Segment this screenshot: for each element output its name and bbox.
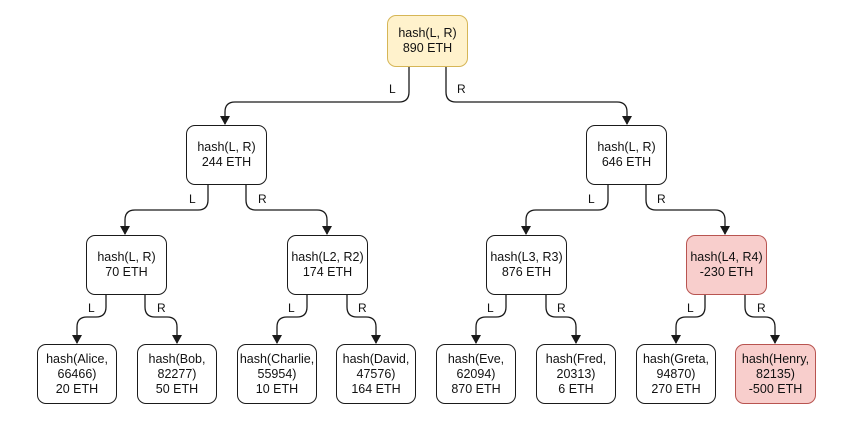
edge-root-left — [220, 67, 410, 125]
edge-left-ll — [120, 185, 209, 235]
edge-ll-bob — [144, 295, 182, 344]
edge-label-root-left: L — [389, 82, 396, 96]
leaf-henry-name: hash(Henry, — [741, 351, 810, 366]
edge-ll-alice — [72, 295, 107, 344]
leaf-eve-nonce: 62094) — [456, 366, 496, 381]
leaf-greta-name: hash(Greta, — [642, 351, 709, 366]
leaf-henry-amount: -500 ETH — [748, 381, 803, 396]
root-amount: 890 ETH — [402, 41, 453, 55]
edge-label-ll-left: L — [88, 301, 95, 315]
leaf-charlie-nonce: 55954) — [257, 366, 297, 381]
edge-label-right-left: L — [588, 192, 595, 206]
leaf-eve-amount: 870 ETH — [451, 381, 501, 396]
right-right-amount: -230 ETH — [699, 265, 754, 279]
leaf-eve: hash(Eve, 62094) 870 ETH — [436, 344, 516, 404]
left-right-amount: 174 ETH — [302, 265, 353, 279]
leaf-david-amount: 164 ETH — [351, 381, 401, 396]
leaf-bob-name: hash(Bob, — [148, 351, 206, 366]
root-hash: hash(L, R) — [398, 26, 457, 40]
edge-lr-david — [346, 295, 381, 344]
edge-rr-greta — [671, 295, 706, 344]
left-left-hash: hash(L, R) — [97, 250, 156, 264]
leaf-bob-amount: 50 ETH — [155, 381, 199, 396]
edge-label-rl-right: R — [557, 301, 566, 315]
leaf-charlie: hash(Charlie, 55954) 10 ETH — [237, 344, 317, 404]
leaf-david-nonce: 47576) — [356, 366, 396, 381]
leaf-greta-nonce: 94870) — [656, 366, 696, 381]
edge-label-ll-right: R — [157, 301, 166, 315]
leaf-fred-amount: 6 ETH — [558, 381, 594, 396]
leaf-alice-amount: 20 ETH — [55, 381, 99, 396]
left-left-node: hash(L, R) 70 ETH — [86, 235, 167, 295]
right-hash: hash(L, R) — [597, 140, 656, 154]
edge-rr-henry — [744, 295, 780, 344]
left-right-node: hash(L2, R2) 174 ETH — [287, 235, 368, 295]
edge-label-rl-left: L — [487, 301, 494, 315]
leaf-david: hash(David, 47576) 164 ETH — [336, 344, 416, 404]
edge-label-right-right: R — [657, 192, 666, 206]
right-right-node: hash(L4, R4) -230 ETH — [686, 235, 767, 295]
leaf-fred-nonce: 20313) — [556, 366, 596, 381]
leaf-bob-nonce: 82277) — [157, 366, 197, 381]
edge-label-lr-left: L — [288, 301, 295, 315]
edge-root-right — [445, 67, 632, 125]
leaf-greta-amount: 270 ETH — [651, 381, 701, 396]
leaf-henry: hash(Henry, 82135) -500 ETH — [735, 344, 816, 404]
right-left-hash: hash(L3, R3) — [490, 250, 563, 264]
edge-label-rr-right: R — [757, 301, 766, 315]
edge-rl-eve — [471, 295, 507, 344]
right-right-hash: hash(L4, R4) — [690, 250, 763, 264]
leaf-charlie-name: hash(Charlie, — [239, 351, 315, 366]
right-node: hash(L, R) 646 ETH — [586, 125, 667, 185]
edge-left-lr — [245, 185, 332, 235]
edge-right-rr — [645, 185, 730, 235]
edge-rl-fred — [545, 295, 581, 344]
edge-label-root-right: R — [457, 82, 466, 96]
edge-label-rr-left: L — [687, 301, 694, 315]
leaf-henry-nonce: 82135) — [756, 366, 795, 381]
leaf-fred: hash(Fred, 20313) 6 ETH — [536, 344, 616, 404]
edge-lr-charlie — [272, 295, 308, 344]
leaf-alice-name: hash(Alice, — [46, 351, 108, 366]
left-hash: hash(L, R) — [197, 140, 256, 154]
left-amount: 244 ETH — [201, 155, 252, 169]
left-node: hash(L, R) 244 ETH — [186, 125, 267, 185]
edge-label-left-right: R — [258, 192, 267, 206]
edge-label-lr-right: R — [358, 301, 367, 315]
leaf-eve-name: hash(Eve, — [447, 351, 505, 366]
left-right-hash: hash(L2, R2) — [291, 250, 364, 264]
leaf-alice-nonce: 66466) — [57, 366, 97, 381]
edge-right-rl — [521, 185, 609, 235]
leaf-david-name: hash(David, — [342, 351, 410, 366]
leaf-fred-name: hash(Fred, — [545, 351, 607, 366]
root-node: hash(L, R) 890 ETH — [387, 15, 468, 67]
leaf-alice: hash(Alice, 66466) 20 ETH — [37, 344, 117, 404]
left-left-amount: 70 ETH — [105, 265, 148, 279]
right-left-node: hash(L3, R3) 876 ETH — [486, 235, 567, 295]
leaf-greta: hash(Greta, 94870) 270 ETH — [636, 344, 716, 404]
right-amount: 646 ETH — [601, 155, 652, 169]
leaf-charlie-amount: 10 ETH — [255, 381, 299, 396]
leaf-bob: hash(Bob, 82277) 50 ETH — [137, 344, 217, 404]
right-left-amount: 876 ETH — [501, 265, 552, 279]
edge-label-left-left: L — [189, 192, 196, 206]
